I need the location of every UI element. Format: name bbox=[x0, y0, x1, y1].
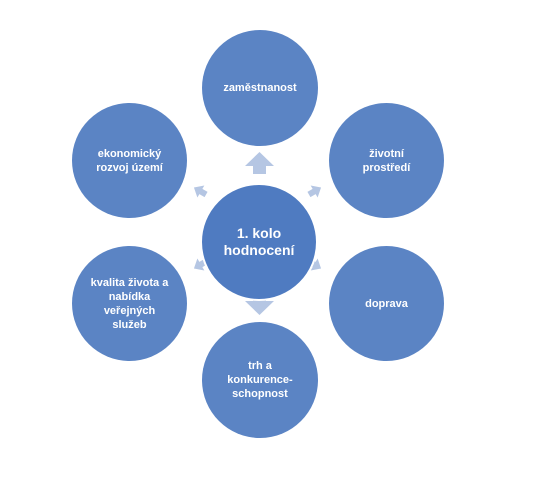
arrow-to-zivotni-prostredi bbox=[307, 185, 322, 198]
node-zivotni-prostredi: životní prostředí bbox=[329, 103, 444, 218]
node-label: kvalita života a nabídka veřejných služe… bbox=[90, 276, 169, 331]
node-ekonomicky-rozvoj: ekonomický rozvoj území bbox=[72, 103, 187, 218]
arrow-to-zamestnanost bbox=[245, 152, 274, 174]
arrow-to-trh bbox=[245, 293, 274, 315]
node-trh: trh a konkurence- schopnost bbox=[202, 322, 318, 438]
arrow-to-ekonomicky-rozvoj bbox=[193, 185, 208, 198]
node-label: doprava bbox=[365, 297, 408, 310]
center-node: 1. kolo hodnocení bbox=[200, 183, 318, 301]
node-zamestnanost: zaměstnanost bbox=[202, 30, 318, 146]
node-label: trh a konkurence- schopnost bbox=[227, 360, 293, 400]
node-kvalita-zivota: kvalita života a nabídka veřejných služe… bbox=[72, 246, 187, 361]
node-doprava: doprava bbox=[329, 246, 444, 361]
node-label: ekonomický rozvoj území bbox=[96, 147, 163, 174]
center-label: 1. kolo hodnocení bbox=[223, 225, 295, 258]
node-label: zaměstnanost bbox=[223, 82, 297, 94]
node-label: životní prostředí bbox=[362, 147, 411, 174]
